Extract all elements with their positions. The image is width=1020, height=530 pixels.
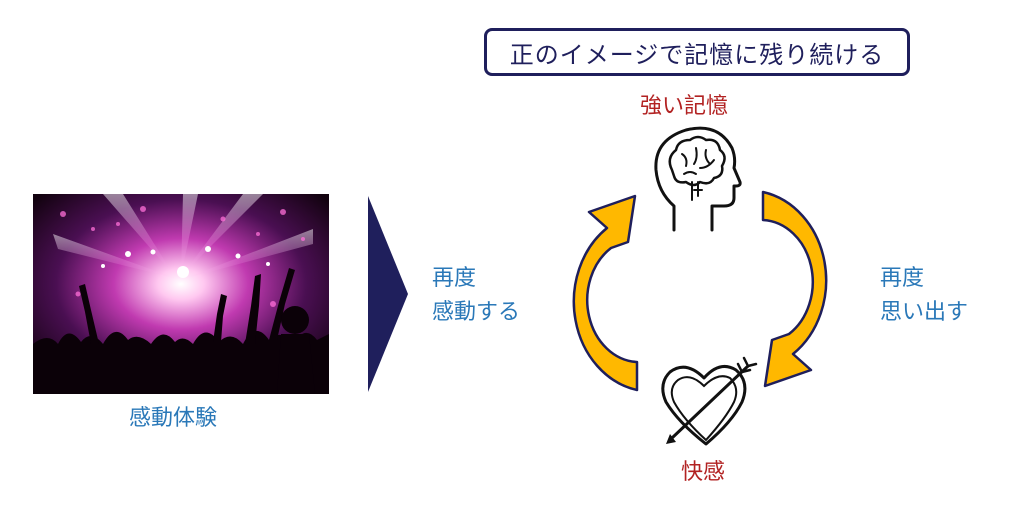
heart-arrow-icon [661, 356, 758, 446]
concert-crowd-photo [33, 194, 329, 394]
photo-caption: 感動体験 [129, 406, 218, 431]
left-arrow-label-line2: 感動する [432, 300, 521, 325]
cycle-arrows [572, 190, 828, 392]
right-arrow-label: 再度 思い出す [880, 262, 968, 330]
brain-head-icon [654, 126, 742, 232]
headline-text: 正のイメージで記憶に残り続ける [509, 40, 885, 69]
left-cycle-arrow [572, 194, 639, 392]
left-arrow-label-line1: 再度 [432, 266, 477, 291]
bottom-node-label: 快感 [681, 460, 726, 485]
left-arrow-label: 再度 感動する [432, 262, 520, 330]
right-cycle-arrow [761, 190, 828, 388]
chevron-divider-icon [368, 196, 408, 392]
right-arrow-label-line1: 再度 [880, 266, 925, 291]
headline-box: 正のイメージで記憶に残り続ける [484, 28, 910, 76]
top-node-label: 強い記憶 [640, 94, 729, 119]
right-arrow-label-line2: 思い出す [880, 300, 969, 325]
